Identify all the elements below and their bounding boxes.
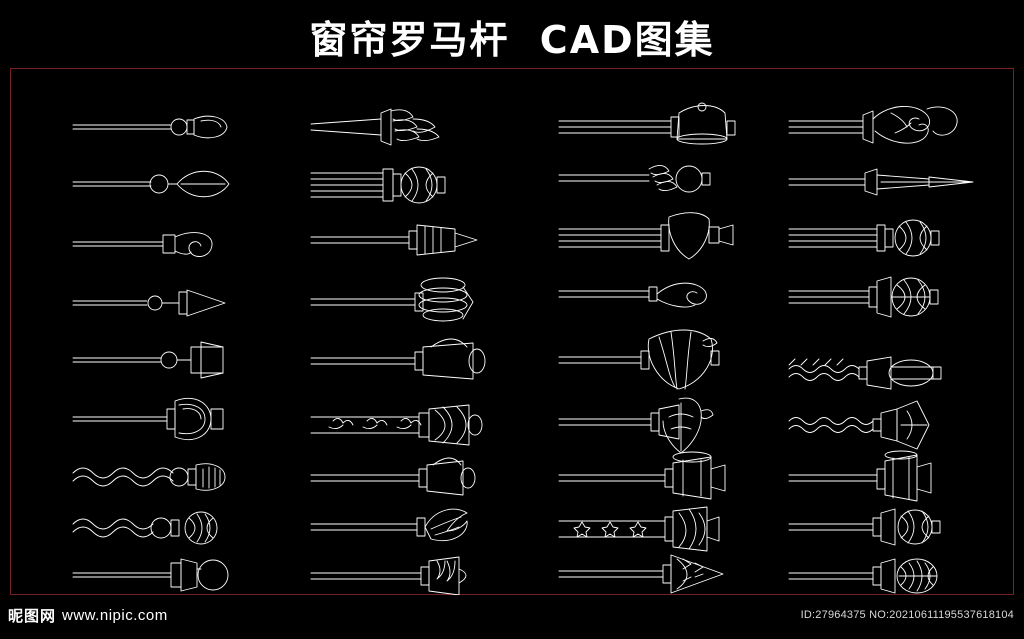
cad-item-32 — [788, 356, 942, 390]
cad-item-20 — [558, 165, 711, 193]
cad-item-5 — [72, 341, 224, 379]
cad-item-25 — [558, 451, 726, 500]
image-id-text: ID:27964375 NO:20210611195537618104 — [800, 609, 1014, 621]
cad-item-36 — [788, 558, 938, 594]
cad-item-31 — [788, 276, 939, 318]
cad-item-29 — [788, 168, 974, 196]
cad-item-33 — [788, 400, 930, 450]
cad-item-1 — [72, 115, 228, 139]
site-logo: 昵图网 — [8, 607, 57, 625]
cad-item-9 — [72, 558, 229, 592]
cad-item-18 — [310, 556, 467, 596]
page-title: 窗帘罗马杆 CAD图集 — [309, 17, 715, 62]
cad-item-8 — [72, 511, 218, 545]
cad-item-19 — [558, 102, 736, 145]
cad-item-12 — [310, 224, 478, 256]
cad-item-3 — [72, 232, 213, 257]
cad-item-22 — [558, 282, 707, 308]
cad-item-21 — [558, 212, 734, 260]
cad-item-7 — [72, 463, 226, 491]
drawing-frame-inner — [13, 71, 1011, 592]
cad-item-35 — [788, 508, 941, 546]
cad-item-10 — [310, 108, 440, 146]
cad-item-30 — [788, 219, 940, 257]
drawing-frame — [10, 68, 1015, 596]
cad-item-24 — [558, 397, 714, 454]
cad-item-28 — [788, 106, 958, 144]
site-url: www.nipic.com — [62, 607, 168, 624]
cad-item-23 — [558, 329, 720, 390]
cad-item-4 — [72, 289, 226, 317]
cad-drawings-svg — [72, 102, 974, 596]
cad-item-17 — [310, 508, 468, 541]
cad-item-34 — [788, 450, 932, 502]
cad-item-2 — [72, 170, 230, 198]
cad-item-11 — [310, 166, 446, 204]
cad-item-14 — [310, 338, 486, 380]
title-bar: 窗帘罗马杆 CAD图集 — [0, 0, 1024, 72]
cad-item-6 — [72, 398, 224, 440]
footer-bar: 昵图网 www.nipic.com ID:27964375 NO:2021061… — [0, 595, 1024, 639]
cad-item-27 — [558, 554, 724, 594]
cad-item-26 — [558, 506, 720, 552]
cad-item-16 — [310, 457, 476, 496]
site-branding: 昵图网 www.nipic.com — [8, 605, 168, 626]
cad-drawing-grid — [11, 69, 1015, 596]
cad-item-15 — [310, 404, 483, 446]
cad-item-13 — [310, 277, 474, 322]
